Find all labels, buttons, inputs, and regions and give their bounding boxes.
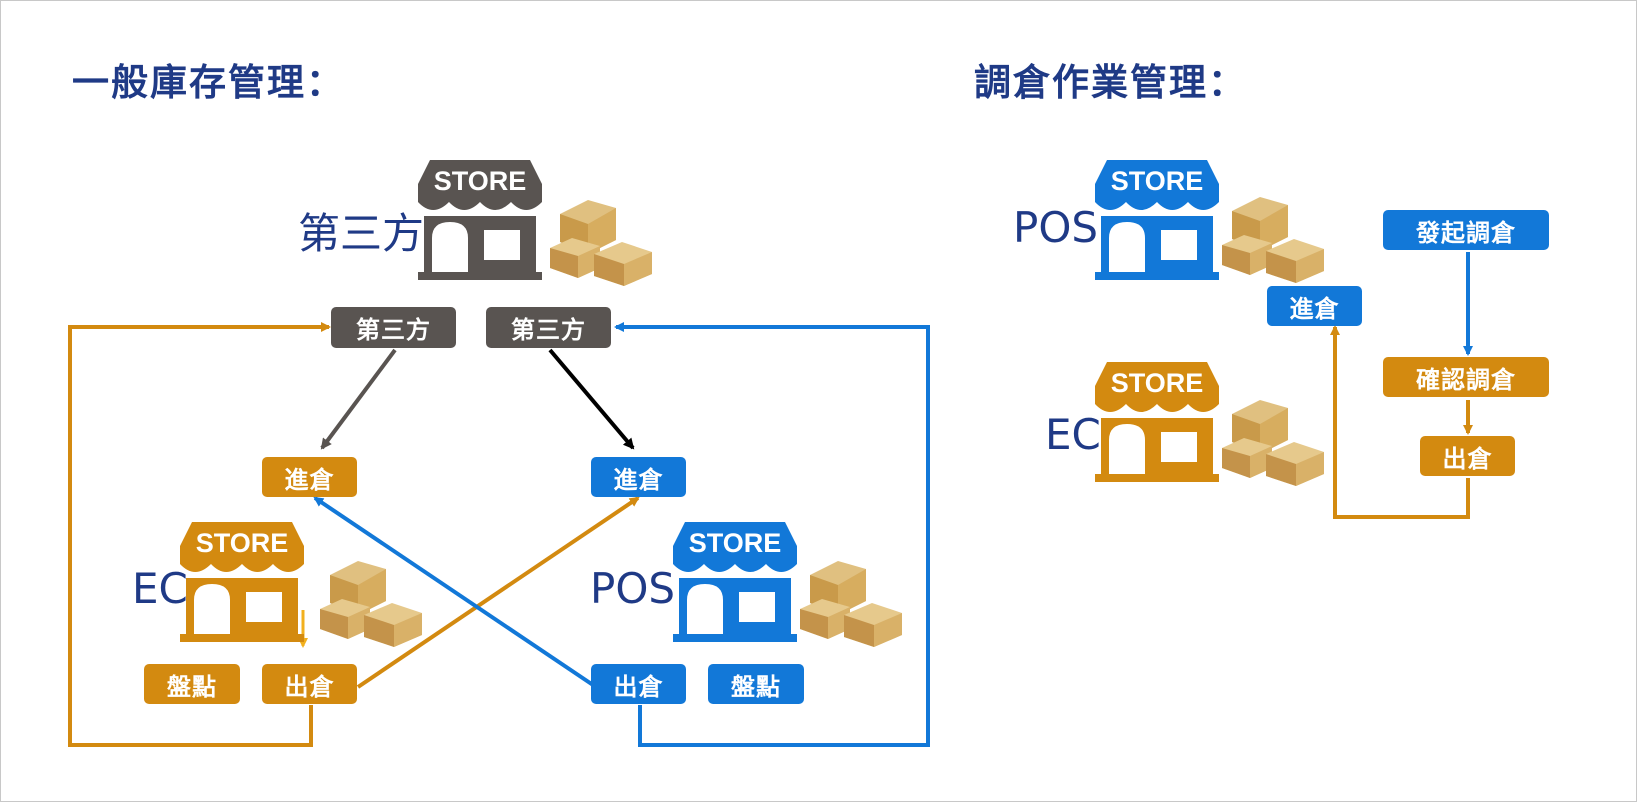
transfer-pos-label: POS	[1013, 203, 1099, 252]
arrow-pos-out-to-ec-in	[313, 496, 598, 689]
ec-label: EC	[132, 564, 188, 613]
node-pos-in: 進倉	[591, 457, 686, 497]
general-inventory-title: 一般庫存管理：	[72, 61, 345, 104]
store-sign: STORE	[434, 166, 527, 196]
boxes-icon	[550, 200, 652, 286]
transfer-ec-label: EC	[1045, 410, 1101, 459]
node-transfer-in: 進倉	[1267, 286, 1362, 326]
store-sign: STORE	[1111, 368, 1204, 398]
store-icon	[180, 522, 304, 642]
store-sign: STORE	[196, 528, 289, 558]
store-icon	[673, 522, 797, 642]
store-sign: STORE	[1111, 166, 1204, 196]
node-pos-out: 出倉	[591, 664, 686, 704]
store-icon	[1095, 362, 1219, 482]
transfer-management-title: 調倉作業管理：	[974, 61, 1247, 104]
node-ec-count: 盤點	[144, 664, 240, 704]
store-icon	[1095, 160, 1219, 280]
node-pos-count: 盤點	[708, 664, 804, 704]
node-third-party-left: 第三方	[331, 307, 456, 348]
arrow-pos-out-to-thirdparty	[614, 322, 930, 747]
node-transfer-out: 出倉	[1420, 436, 1515, 476]
node-confirm-transfer: 確認調倉	[1383, 357, 1549, 397]
boxes-icon	[800, 561, 902, 647]
node-ec-in: 進倉	[262, 457, 357, 497]
boxes-icon	[1222, 197, 1324, 283]
arrow-thirdparty-to-pos-in	[548, 348, 635, 450]
arrow-thirdparty-to-ec-in	[320, 348, 397, 450]
boxes-icon	[320, 561, 422, 647]
third-party-label: 第三方	[298, 209, 425, 258]
store-icon	[418, 160, 542, 280]
arrow-ec-out-to-pos-in	[356, 496, 640, 689]
node-ec-out: 出倉	[262, 664, 357, 704]
boxes-icon	[1222, 400, 1324, 486]
node-initiate-transfer: 發起調倉	[1383, 210, 1549, 250]
arrow-ec-out-to-thirdparty	[68, 322, 331, 747]
pos-label: POS	[590, 564, 676, 613]
node-third-party-right: 第三方	[486, 307, 611, 348]
store-sign: STORE	[689, 528, 782, 558]
arrow-out-to-in	[1330, 325, 1470, 519]
